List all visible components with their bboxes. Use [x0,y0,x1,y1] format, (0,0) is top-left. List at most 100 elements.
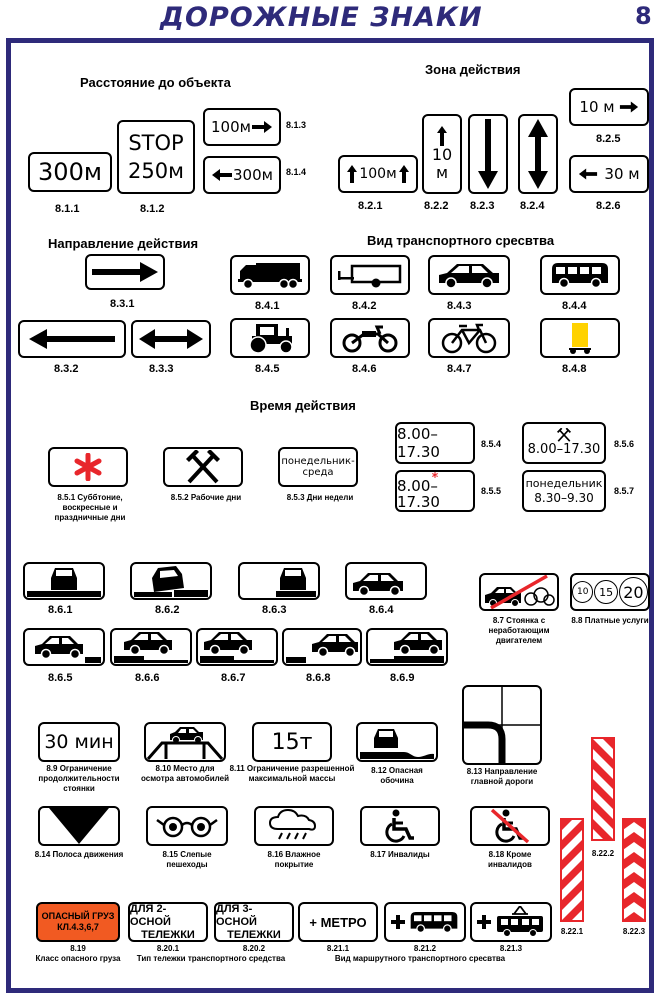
hazard-chevrons-icon [622,818,646,922]
sign-8-17 [360,806,440,846]
caption-8-5-2: 8.5.2 Рабочие дни [170,493,242,502]
sign-8-1-1-text: 300м [38,158,102,186]
car-side-icon [370,632,444,663]
sign-8-22-1 [560,818,584,922]
sign-8-21-2 [384,902,466,942]
sign-8-1-3: 100м [203,108,281,146]
code-8-22-3: 8.22.3 [622,927,646,936]
code-8-6-3: 8.6.3 [262,604,287,616]
sign-8-20-1: ДЛЯ 2-ОСНОЙ ТЕЛЕЖКИ [128,902,208,942]
sign-8-12 [356,722,438,762]
code-8-4-4: 8.4.4 [562,300,587,312]
sign-8-20-1-line1: ДЛЯ 2-ОСНОЙ [130,902,171,928]
hammer-icon [557,428,571,442]
code-8-20-1: 8.20.1 [156,944,180,953]
caption-8-15: 8.15 Слепые пешеходы [162,850,212,869]
caption-8-21: Вид маршрутного транспортного сресвтва [334,954,506,963]
sign-8-5-3: понедельник-среда [278,447,358,487]
sign-8-3-3 [131,320,211,358]
car-side-icon [286,634,358,663]
sign-8-7 [479,573,559,611]
sign-8-8: 10 15 20 [570,573,650,611]
arrow-right-icon [251,121,272,133]
sign-8-4-4 [540,255,620,295]
code-8-1-4: 8.1.4 [286,167,307,177]
sign-8-19-line2: КЛ.4.3,6,7 [57,922,99,932]
arrow-up-icon [437,126,447,146]
code-8-5-6: 8.5.6 [614,439,635,449]
sign-8-20-2: ДЛЯ 3-ОСНОЙ ТЕЛЕЖКИ [214,902,294,942]
truck-icon [238,263,302,289]
sign-8-2-3 [468,114,508,194]
code-8-6-9: 8.6.9 [390,672,415,684]
sign-8-5-4-text: 8.00–17.30 [397,425,440,461]
sign-8-1-3-text: 100м [211,118,251,136]
code-8-6-7: 8.6.7 [221,672,246,684]
price-circle-1: 10 [572,581,594,603]
caption-8-17: 8.17 Инвалиды [370,850,430,859]
sign-8-13 [462,685,542,765]
sign-8-19-line1: ОПАСНЫЙ ГРУЗ [41,911,115,921]
sign-8-6-6 [110,628,192,666]
code-8-3-3: 8.3.3 [149,363,174,375]
sign-8-2-1: 100м [338,155,418,193]
car-icon [439,264,499,289]
page-number: 8 [635,2,652,30]
code-8-2-2: 8.2.2 [424,200,449,212]
motorcycle-icon [342,325,398,353]
code-8-6-4: 8.6.4 [369,604,394,616]
bus-icon [410,912,458,934]
arrow-right-icon [619,101,638,113]
sign-8-20-2-line2: ТЕЛЕЖКИ [227,928,281,941]
sign-8-2-5-text: 10 м [579,98,615,116]
sign-8-5-6-text: 8.00–17.30 [527,442,601,457]
sign-8-1-2-line2: 250м [128,159,184,183]
section-vehicle-heading: Вид транспортного сресвтва [367,233,555,248]
blind-glasses-icon [156,816,218,838]
price-circle-2: 15 [594,580,618,604]
sign-8-9: 30 мин [38,722,120,762]
arrow-both-icon [139,329,203,349]
sign-8-5-5: 8.00–17.30 [395,470,475,512]
arrow-left-icon [579,168,598,180]
caption-8-5-3: 8.5.3 Дни недели [286,493,354,502]
code-8-4-3: 8.4.3 [447,300,472,312]
car-side-icon [200,632,274,663]
sign-8-14 [38,806,120,846]
inspection-ramp-icon [146,727,224,760]
sign-8-22-3 [622,818,646,922]
code-8-5-4: 8.5.4 [481,439,502,449]
hammer-icon [186,450,220,484]
code-8-19: 8.19 [70,944,86,953]
sign-8-20-2-line1: ДЛЯ 3-ОСНОЙ [216,902,257,928]
code-8-6-2: 8.6.2 [155,604,180,616]
code-8-4-1: 8.4.1 [255,300,280,312]
sign-8-19: ОПАСНЫЙ ГРУЗ КЛ.4.3,6,7 [36,902,120,942]
code-8-4-8: 8.4.8 [562,363,587,375]
hazard-stripes-left-icon [560,818,584,922]
sign-8-1-4: 300м [203,156,281,194]
sign-8-1-4-text: 300м [233,166,273,184]
code-8-2-6: 8.2.6 [596,200,621,212]
sign-8-2-1-text: 100м [359,166,397,182]
sign-8-4-5 [230,318,310,358]
sign-8-6-1 [23,562,105,600]
car-front-icon [27,568,101,597]
sign-8-3-1 [85,254,165,290]
sign-8-22-2 [591,737,615,841]
code-8-2-1: 8.2.1 [358,200,383,212]
sign-8-5-7-line2: 8.30–9.30 [534,491,594,505]
sign-8-2-4 [518,114,558,194]
sign-8-20-1-line2: ТЕЛЕЖКИ [141,928,195,941]
sign-8-6-3 [238,562,320,600]
caption-8-11: 8.11 Ограничение разрешенной максимально… [229,764,355,783]
caption-8-5-1: 8.5.1 Суббтоние, воскресные и праздничны… [54,493,126,522]
caption-8-7: 8.7 Стоянка с неработающим двигателем [488,616,550,645]
main-road-direction-icon [464,687,540,763]
sign-8-21-3 [470,902,552,942]
plus-icon [391,915,405,929]
sign-8-6-8 [282,628,362,666]
car-tilted-icon [134,566,208,597]
trailer-icon [338,264,402,288]
hazard-plate-icon [569,323,591,354]
